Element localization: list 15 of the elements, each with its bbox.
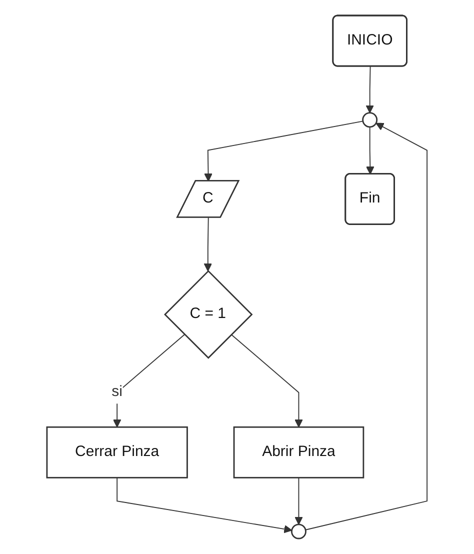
arrow [116,477,292,534]
arrow [112,334,186,428]
node-box: Cerrar Pinza [46,426,188,478]
arrow [366,126,374,175]
node-circle [291,524,306,540]
node-box: Abrir Pinza [233,426,364,478]
node-circle [362,112,378,128]
node-diamond: C = 1 [164,270,253,359]
arrow [204,120,364,182]
arrow [294,477,303,525]
arrow [366,66,374,114]
edge-label: si [112,384,122,400]
arrow [204,217,212,272]
arrow [230,334,303,428]
arrow [305,122,428,530]
